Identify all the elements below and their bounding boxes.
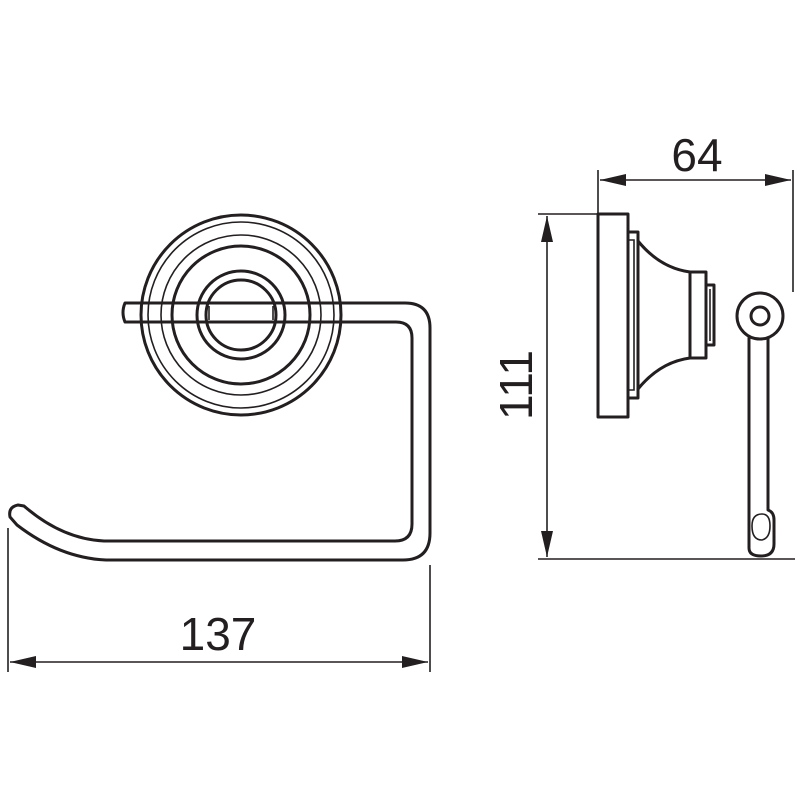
dimension-width: 137 [7, 528, 431, 672]
bell-base [636, 239, 692, 391]
dimension-111-label: 111 [490, 350, 542, 420]
arm-pivot [735, 291, 785, 341]
front-view [8, 213, 432, 562]
side-view [596, 212, 785, 558]
rosette [139, 213, 343, 417]
holder-arm [8, 301, 432, 562]
wall-plate [596, 212, 630, 419]
dimension-depth: 64 [597, 129, 794, 292]
dimension-137-label: 137 [180, 608, 257, 660]
arm-side [747, 336, 776, 558]
dimension-height: 111 [490, 213, 795, 560]
dimension-64-label: 64 [671, 129, 722, 181]
